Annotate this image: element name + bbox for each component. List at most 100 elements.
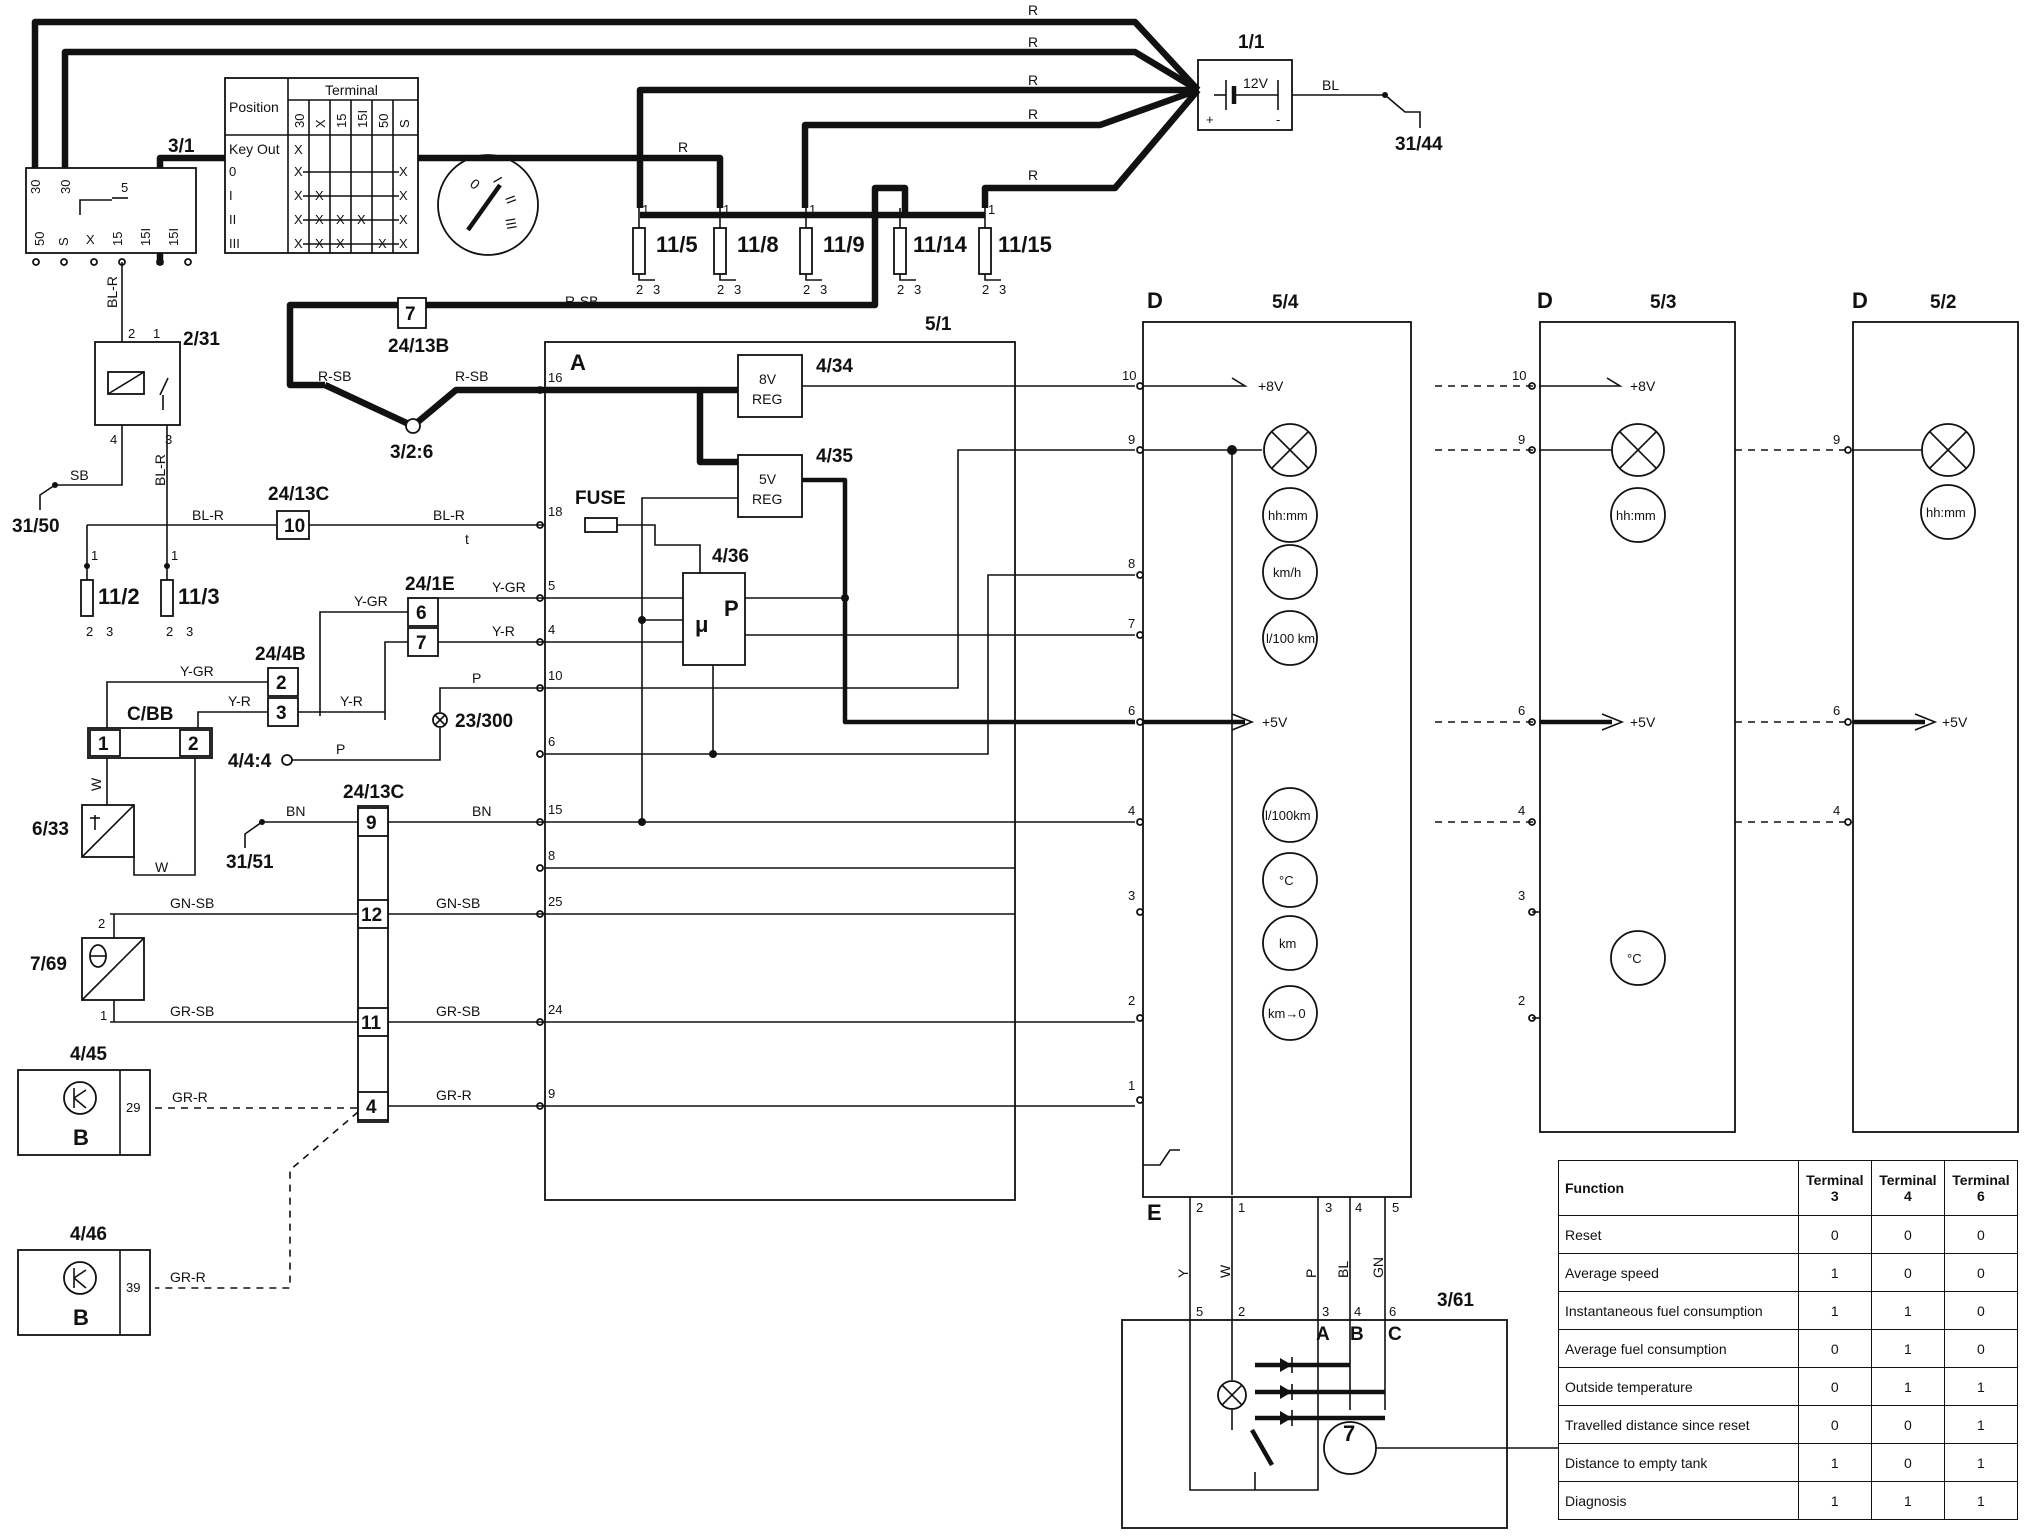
pin-10: 10 [548,668,562,683]
switch-pin-50: 50 [32,232,47,246]
conn-24-13c-pin-9: 9 [366,813,377,834]
fuse-11-2-pin-2: 2 [86,624,93,639]
terminal-6-value: 1 [1943,1443,2019,1482]
s361-letter-b: B [1350,1324,1364,1345]
pin-9: 9 [548,1086,555,1101]
sensor-6-33: W 6/33 W [32,758,196,876]
s361-pin-3: 3 [1322,1304,1329,1319]
battery-1-1: 1/1 12V + - [1197,32,1293,131]
conn-cbb-pin-2: 2 [188,734,199,755]
d54-pin-7: 7 [1128,616,1135,631]
fuse-11-3-pin-1: 1 [171,548,178,563]
wire-w-label-3: W [1217,1264,1233,1278]
wire-gr-sb-label-1: GR-SB [170,1003,214,1019]
d53-pin-6: 6 [1518,703,1525,718]
pin-6: 6 [548,734,555,749]
ground-31-44-label: 31/44 [1395,134,1443,155]
ecu-4-46-pin: 39 [126,1280,140,1295]
function-name: Instantaneous fuel consumption [1558,1291,1799,1330]
wire-r-sb-label-1: R-SB [565,293,598,309]
terminal-4-value: 1 [1870,1367,1945,1406]
term-x: X [313,119,328,128]
d53-gauge-temp: °C [1627,951,1642,966]
conn-24-13c-top-ref: 24/13C [268,484,330,505]
relay-pin-1: 1 [153,326,160,341]
relay-pin-2: 2 [128,326,135,341]
sensor-7-69-ref: 7/69 [30,954,67,975]
s361-letter-a: A [1316,1324,1330,1345]
wire-gr-r-label-1: GR-R [172,1089,208,1105]
table-row: Reset 0 0 0 [1558,1215,2019,1254]
term-30: 30 [292,114,307,128]
conn-24-13c-bottom: 24/13C 9 12 11 4 BN BN 31/51 GN-SB GN-SB… [110,782,545,1289]
wire-bn-label-2: BN [472,803,491,819]
left-fuses: 10 24/13C BL-R BL-R t 1 11/2 2 3 1 11/3 … [80,484,545,639]
terminal-4-value: 0 [1870,1253,1945,1292]
switch-pin-5: 5 [121,180,128,195]
wire-r-sb-label-2: R-SB [318,368,351,384]
position-table: Position Terminal Key Out 30 X 15 15I 50… [224,77,419,254]
terminal-4-value: 1 [1870,1481,1945,1520]
wire-bn-label-1: BN [286,803,305,819]
function-name: Travelled distance since reset [1558,1405,1799,1444]
function-name: Diagnosis [1558,1481,1799,1520]
ecu-4-45-letter: B [73,1125,89,1150]
wire-gn-sb-label-1: GN-SB [170,895,214,911]
table-row: Distance to empty tank 1 0 1 [1558,1443,2019,1482]
wire-y-gr-label-1: Y-GR [354,593,388,609]
terminal-4-value: 0 [1870,1443,1945,1482]
pin-16: 16 [548,370,562,385]
micro-ref: 4/36 [712,546,749,567]
table-row: Average fuel consumption 0 1 0 [1558,1329,2019,1368]
fuse-11-15-pin-3: 3 [999,282,1006,297]
wire-y-gr-label-3: Y-GR [180,663,214,679]
battery-voltage: 12V [1243,75,1269,91]
sensor-7-69-pin-2: 2 [98,916,105,931]
ecu-4-46: 4/46 B 39 [17,1224,151,1336]
battery-ref: 1/1 [1238,32,1265,53]
wire-bl-r-label-4: BL-R [433,507,465,523]
terminal-3-value: 1 [1797,1481,1872,1520]
wire-p-label-1: P [472,670,481,686]
reg5-line2: REG [752,491,782,507]
terminal-4-value: 1 [1870,1291,1945,1330]
pin-25: 25 [548,894,562,909]
ignition-switch-ref: 3/1 [168,136,195,157]
wire-bl-r-label-3: BL-R [192,507,224,523]
table-row: Travelled distance since reset 0 0 1 [1558,1405,2019,1444]
relay-pin-4: 4 [110,432,117,447]
reg5-ref: 4/35 [816,446,853,467]
wire-w-label-2: W [155,859,169,875]
terminal-6-value: 1 [1943,1367,2019,1406]
ignition-switch-3-1: 3/1 30 30 5 50 S X 15 15I 15I [25,136,197,266]
fuse-11-15-pin-2: 2 [982,282,989,297]
micro-mu-icon: μ [695,612,708,637]
d54-bottom-pin-4: 4 [1355,1200,1362,1215]
d54-plus8: +8V [1258,378,1284,394]
relay-ref: 2/31 [183,329,220,350]
wire-bl-r-label-2: BL-R [152,454,168,486]
terminal-3-value: 1 [1797,1443,1872,1482]
display-5-3-ref: 5/3 [1650,292,1676,313]
fuse-11-9-pin-2: 2 [803,282,810,297]
reg8-line1: 8V [759,371,777,387]
term-50: 50 [376,114,391,128]
relay-pin-3: 3 [165,432,172,447]
pos-row-0: 0 [229,164,236,179]
terminal-6-value: 0 [1943,1291,2019,1330]
fuse-11-15-pin-1: 1 [988,202,995,217]
wire-r-label-1: R [1028,2,1038,18]
fuse-11-8-pin-1: 1 [723,202,730,217]
conn-24-1e-pin-7: 7 [416,633,427,654]
terminal-6-value: 1 [1943,1481,2019,1520]
term-s: S [397,119,412,128]
conn-24-13c-pin-11: 11 [361,1013,382,1034]
terminal-label: Terminal [325,82,378,98]
display-5-4-section-e: E [1147,1200,1162,1225]
ecu-4-45: 4/45 B 29 [17,1044,151,1156]
splice-3-2-6: 3/2:6 [390,442,433,463]
key-pos-2: II [502,193,520,206]
relay-2-31: 2/31 2 1 4 3 BL-R SB 31/50 BL-R [12,262,220,537]
